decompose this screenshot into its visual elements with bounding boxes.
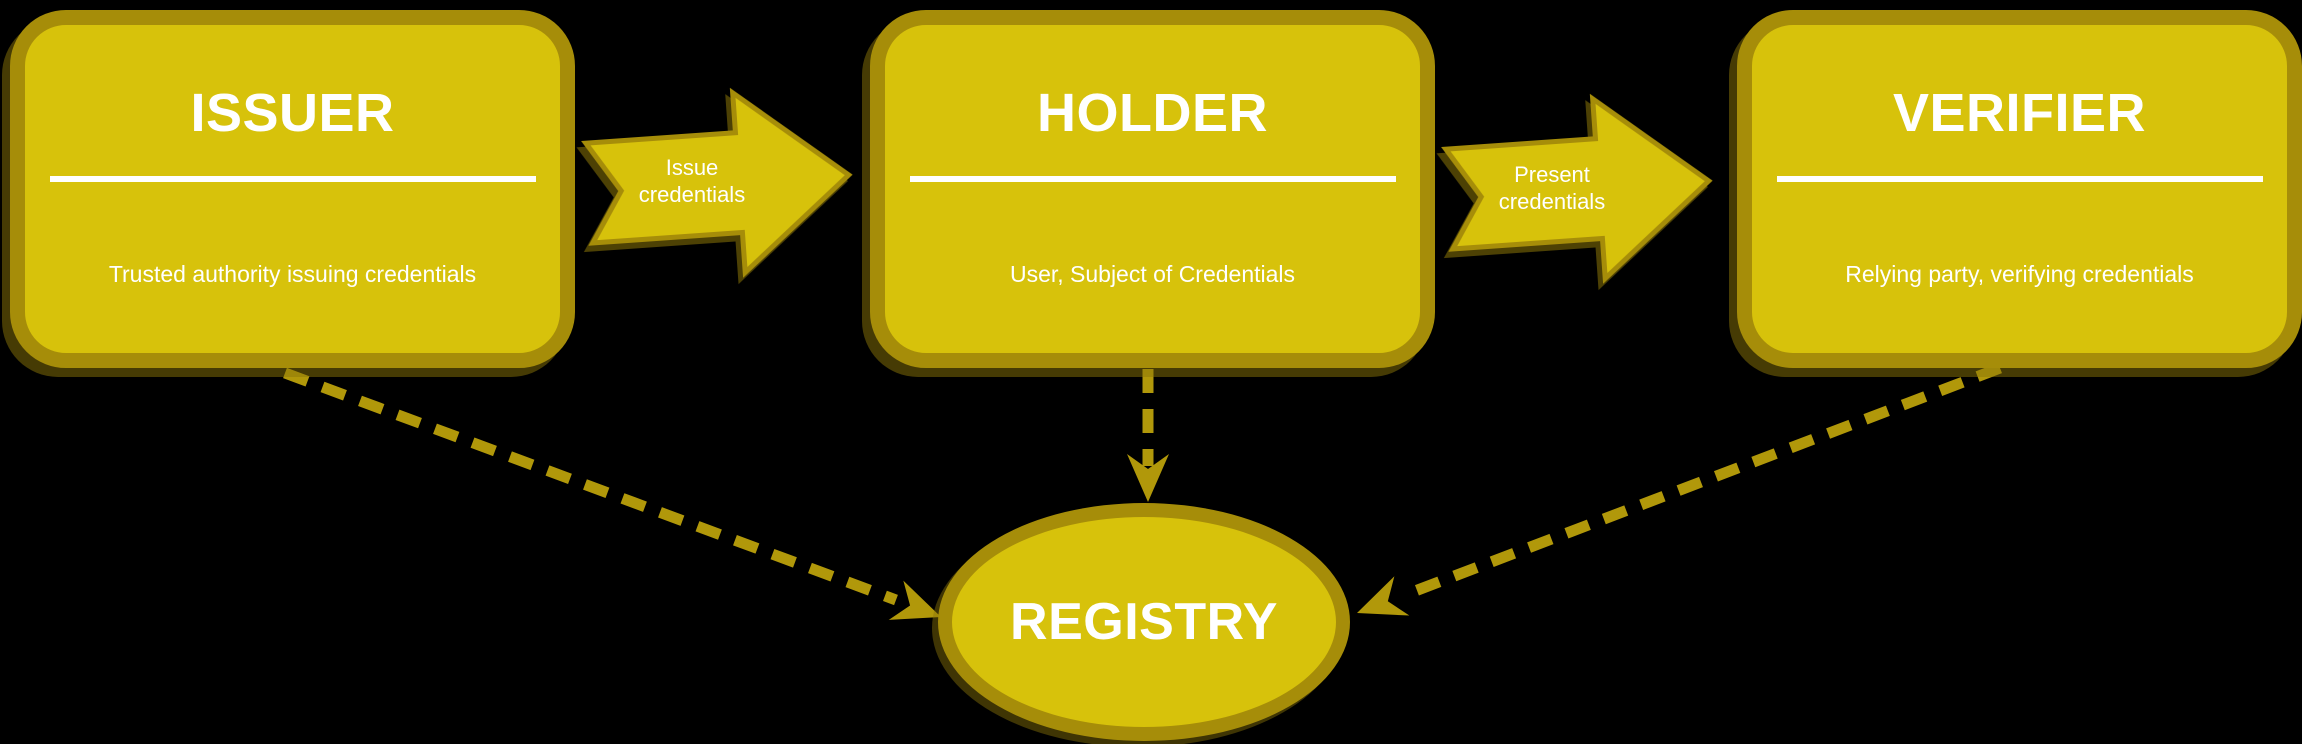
holder-registry-arrowhead [1127, 454, 1169, 502]
holder-title: HOLDER [1037, 83, 1268, 143]
verifier-node: VERIFIER Relying party, verifying creden… [1737, 10, 2302, 368]
issuer-subtitle: Trusted authority issuing credentials [108, 261, 477, 287]
holder-node: HOLDER User, Subject of Credentials [870, 10, 1435, 368]
registry-title: REGISTRY [1010, 593, 1278, 651]
issue-credentials-arrow [581, 87, 853, 278]
verifier-title: VERIFIER [1892, 83, 2147, 143]
holder-subtitle: User, Subject of Credentials [1009, 261, 1296, 287]
issuer-node: ISSUER Trusted authority issuing credent… [10, 10, 575, 368]
present-credentials-arrow [1441, 93, 1713, 284]
verifier-subtitle: Relying party, verifying credentials [1845, 261, 2194, 287]
verifier-separator [1776, 176, 2263, 182]
issuer-separator [49, 176, 536, 182]
holder-separator [909, 176, 1396, 182]
issuer-title: ISSUER [190, 83, 395, 143]
issue-credentials-label: Issue credentials [638, 154, 746, 208]
verifier-registry-connector [1400, 362, 2002, 602]
issuer-registry-arrowhead [888, 580, 941, 620]
issuer-registry-connector [283, 367, 898, 606]
present-credentials-label: Present credentials [1498, 161, 1606, 215]
registry-node: REGISTRY [938, 503, 1350, 741]
verifier-registry-arrowhead [1357, 576, 1410, 616]
